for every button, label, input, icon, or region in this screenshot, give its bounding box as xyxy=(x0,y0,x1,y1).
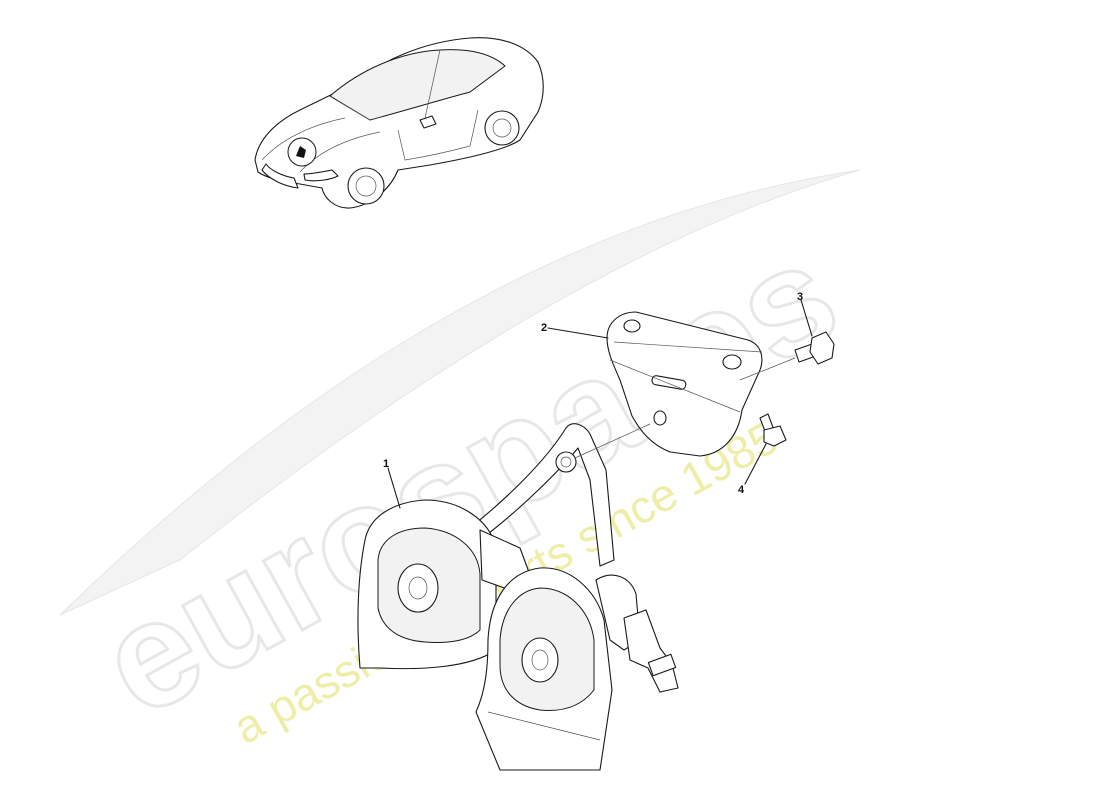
part-3-bolt xyxy=(739,331,835,381)
part-4-bolt xyxy=(759,413,787,447)
part-1-horn-rear xyxy=(357,499,531,670)
callout-4: 4 xyxy=(738,484,745,496)
part-2-bracket xyxy=(606,311,763,457)
leader-lines xyxy=(387,299,813,509)
car-thumbnail xyxy=(254,37,544,209)
part-1-horn-front xyxy=(475,567,679,771)
callout-1: 1 xyxy=(383,458,389,470)
watermark-swoosh xyxy=(59,169,861,616)
horn-mount-arm xyxy=(469,423,651,567)
callout-3: 3 xyxy=(797,291,803,303)
callout-2: 2 xyxy=(541,322,547,334)
